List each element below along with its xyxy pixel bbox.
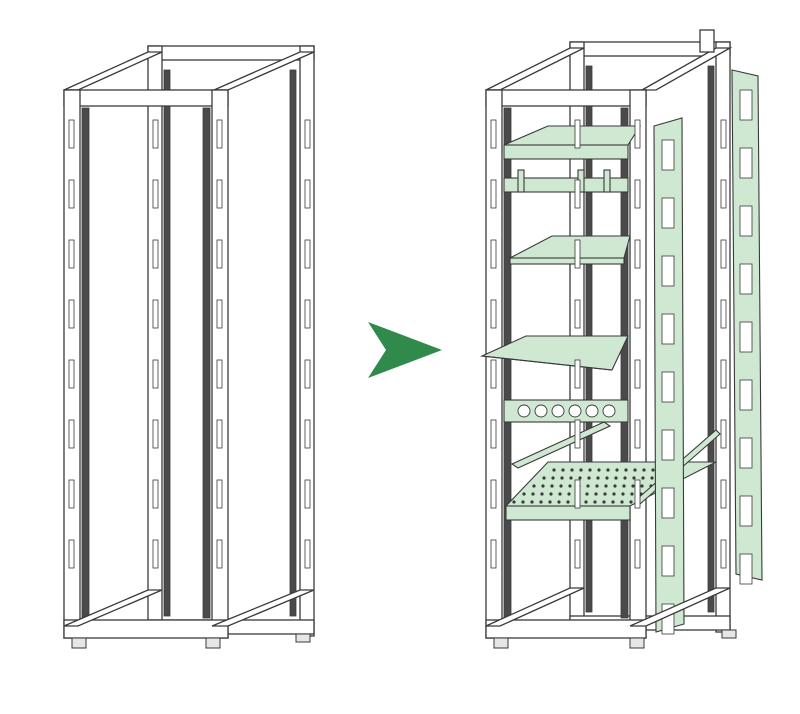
bottom-side-beams	[485, 587, 731, 627]
post-slots	[68, 119, 311, 569]
front-cable-manager-slots	[661, 139, 675, 635]
leveling-feet	[493, 629, 737, 649]
rear-mounting-rails	[163, 69, 297, 617]
empty-rack-frame	[63, 45, 315, 649]
rear-frame	[147, 45, 315, 637]
side-top-beams	[485, 47, 733, 91]
rear-cable-manager-slots	[739, 89, 753, 585]
cable-organizer	[503, 125, 641, 160]
power-strip-sockets	[517, 404, 616, 418]
equipped-rack-frame	[479, 29, 763, 649]
cable-management-bar	[503, 169, 629, 193]
bottom-side-beams	[63, 589, 315, 627]
power-strip	[503, 399, 629, 423]
perforated-shelf	[504, 461, 717, 521]
leveling-feet	[71, 633, 311, 649]
ventilated-shelf	[509, 235, 631, 265]
top-bracket	[699, 29, 715, 53]
front-mounting-rails	[81, 107, 211, 619]
arrow-right-icon	[368, 322, 442, 378]
post-slots	[490, 119, 727, 569]
fixed-shelf	[479, 335, 629, 371]
